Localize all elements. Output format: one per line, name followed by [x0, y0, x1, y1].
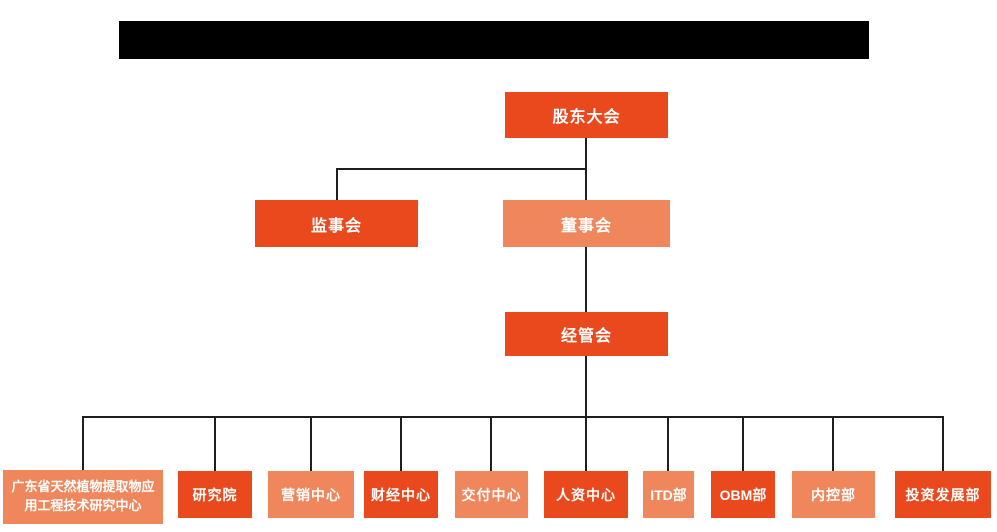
- connector-drop-finance-center: [400, 418, 402, 471]
- org-node-shareholders-meeting: 股东大会: [505, 92, 668, 138]
- connector-row2-horizontal: [336, 168, 587, 170]
- org-node-marketing-center: 营销中心: [268, 471, 354, 518]
- org-node-guangdong-research-center: 广东省天然植物提取物应用工程技术研究中心: [3, 470, 163, 524]
- org-node-finance-center: 财经中心: [364, 471, 438, 518]
- connector-drop-investment-development-dept: [942, 418, 944, 471]
- connector-drop-hr-center: [585, 418, 587, 471]
- org-node-hr-center: 人资中心: [544, 471, 628, 518]
- connector-drop-guangdong-research-center: [82, 418, 84, 471]
- org-node-board-of-directors: 董事会: [503, 200, 670, 247]
- connector-drop-research-institute: [214, 418, 216, 471]
- connector-drop-itd-dept: [667, 418, 669, 471]
- connector-drop-internal-control-dept: [832, 418, 834, 471]
- org-node-itd-dept: ITD部: [643, 471, 694, 518]
- connector-departments-bus: [82, 416, 944, 418]
- org-node-delivery-center: 交付中心: [455, 471, 528, 518]
- connector-drop-obm-dept: [742, 418, 744, 471]
- connector-drop-delivery-center: [490, 418, 492, 471]
- connector-to-supervisory-board: [336, 170, 338, 200]
- org-node-research-institute: 研究院: [178, 471, 252, 518]
- connector-drop-marketing-center: [310, 418, 312, 471]
- org-node-obm-dept: OBM部: [711, 471, 775, 518]
- connector-directors-to-management: [585, 247, 587, 312]
- org-node-supervisory-board: 监事会: [255, 200, 418, 247]
- org-node-management-committee: 经管会: [505, 312, 668, 356]
- org-node-investment-development-dept: 投资发展部: [895, 471, 991, 518]
- org-node-internal-control-dept: 内控部: [792, 471, 875, 518]
- connector-management-to-bus: [585, 356, 587, 417]
- redacted-title-bar: [119, 21, 869, 59]
